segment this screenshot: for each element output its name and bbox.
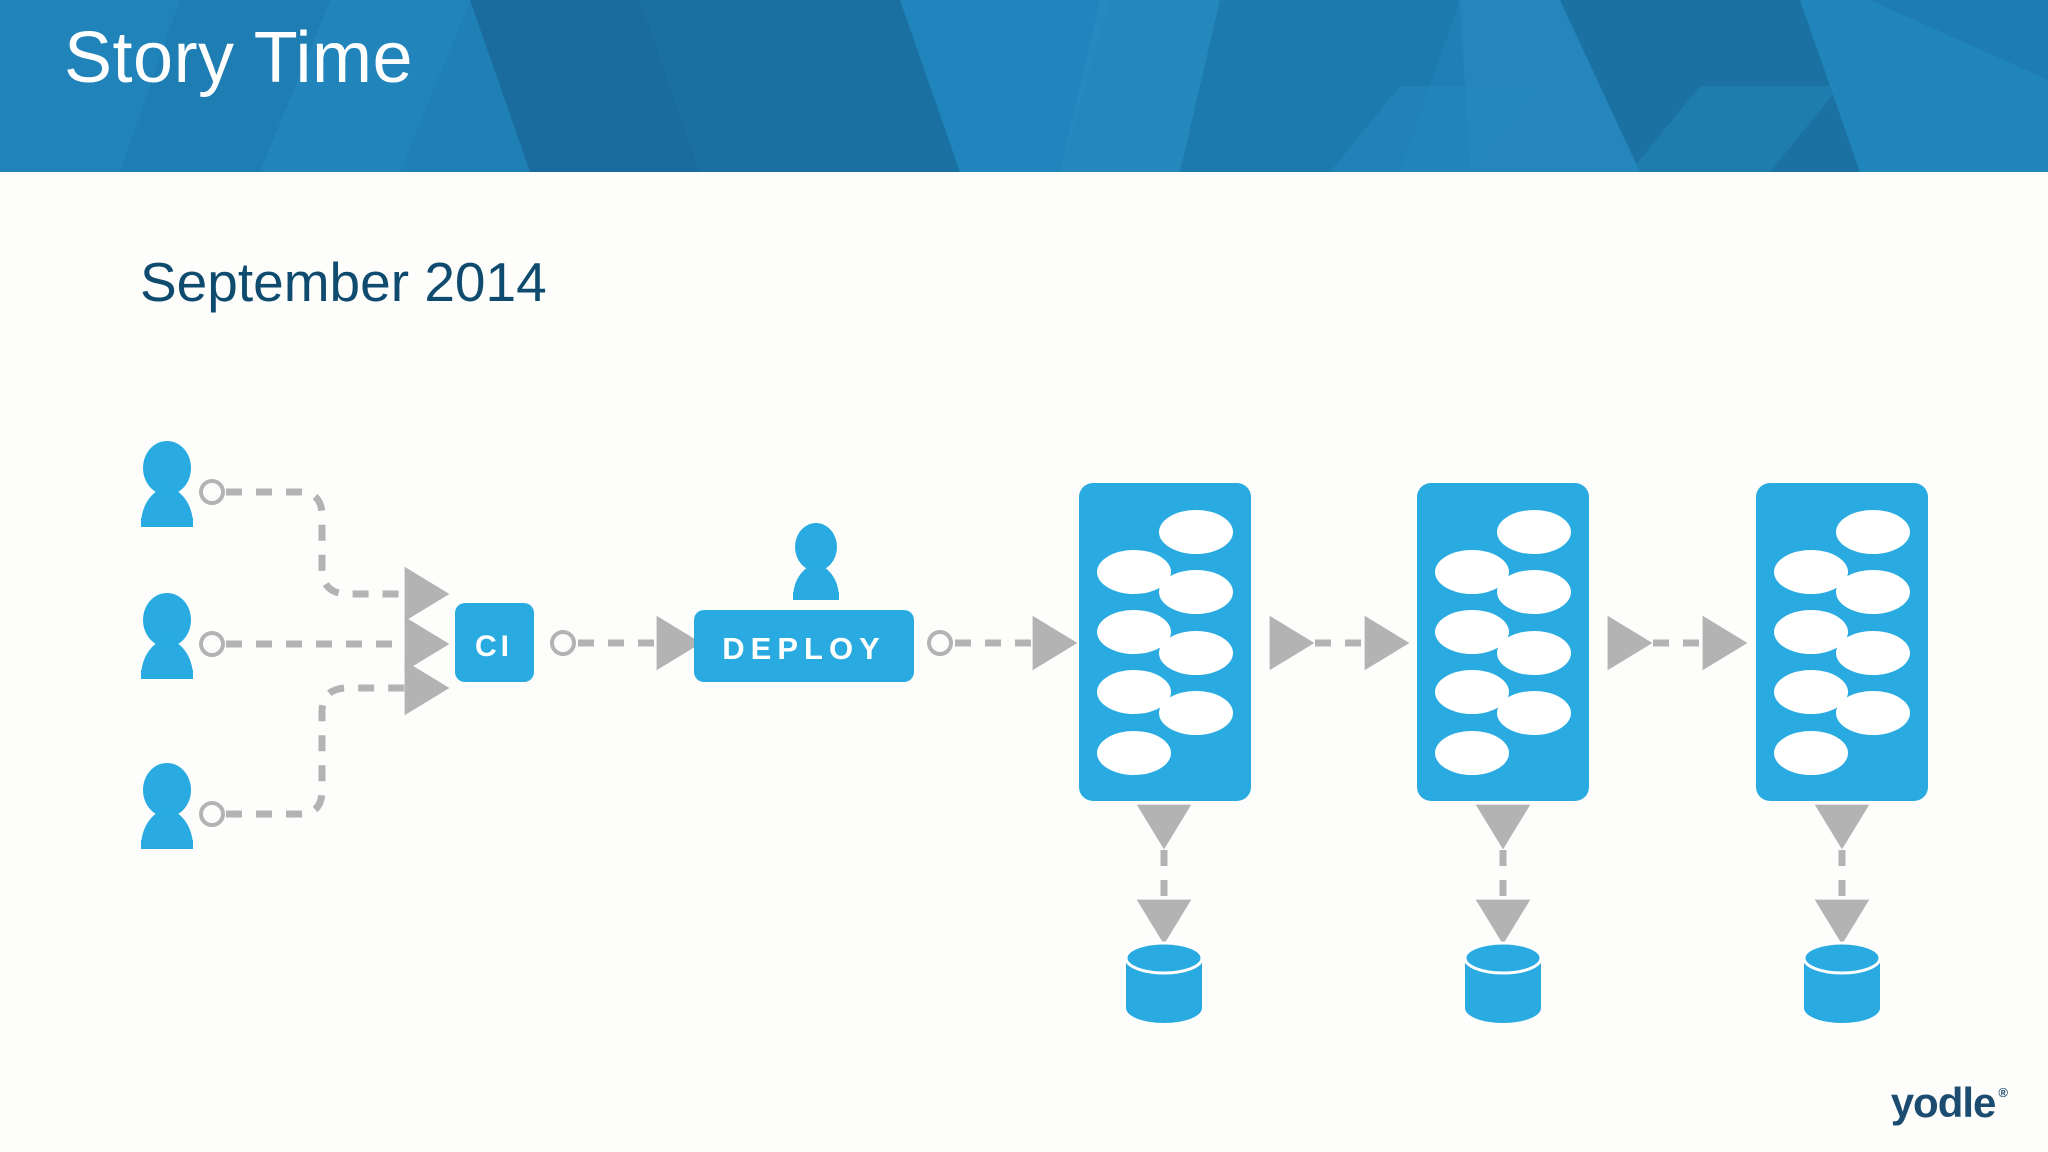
- developer-1: [141, 441, 193, 527]
- developer-2-to-ci-connector: [199, 616, 450, 672]
- slide-subtitle: September 2014: [140, 251, 547, 313]
- deploy-box-label: DEPLOY: [722, 631, 885, 666]
- deploy-to-rack-1-connector: [927, 615, 1078, 671]
- developer-2: [141, 593, 193, 679]
- database-3[interactable]: [1802, 941, 1882, 1023]
- deploy-operator: [793, 523, 839, 600]
- page-title: Story Time: [64, 18, 414, 98]
- database-1[interactable]: [1124, 941, 1204, 1023]
- deploy-box[interactable]: [694, 610, 914, 682]
- registered-trademark-icon: ®: [1998, 1085, 2008, 1100]
- database-2[interactable]: [1463, 941, 1543, 1023]
- developer-1-to-ci-connector: [199, 479, 450, 622]
- yodle-logo-text: yodle: [1890, 1079, 1997, 1126]
- server-rack-3[interactable]: [1756, 483, 1928, 801]
- slide-header: Story Time: [0, 0, 2048, 172]
- developer-3-to-ci-connector: [199, 660, 450, 827]
- server-rack-1[interactable]: [1079, 483, 1251, 801]
- yodle-logo: yodle ®: [1891, 1082, 2008, 1124]
- developer-3: [141, 763, 193, 849]
- ci-to-deploy-connector: [550, 615, 702, 671]
- header-geometric-pattern: [0, 0, 2048, 172]
- ci-box[interactable]: [455, 603, 534, 682]
- ci-box-label: CI: [475, 630, 513, 663]
- server-rack-2[interactable]: [1417, 483, 1589, 801]
